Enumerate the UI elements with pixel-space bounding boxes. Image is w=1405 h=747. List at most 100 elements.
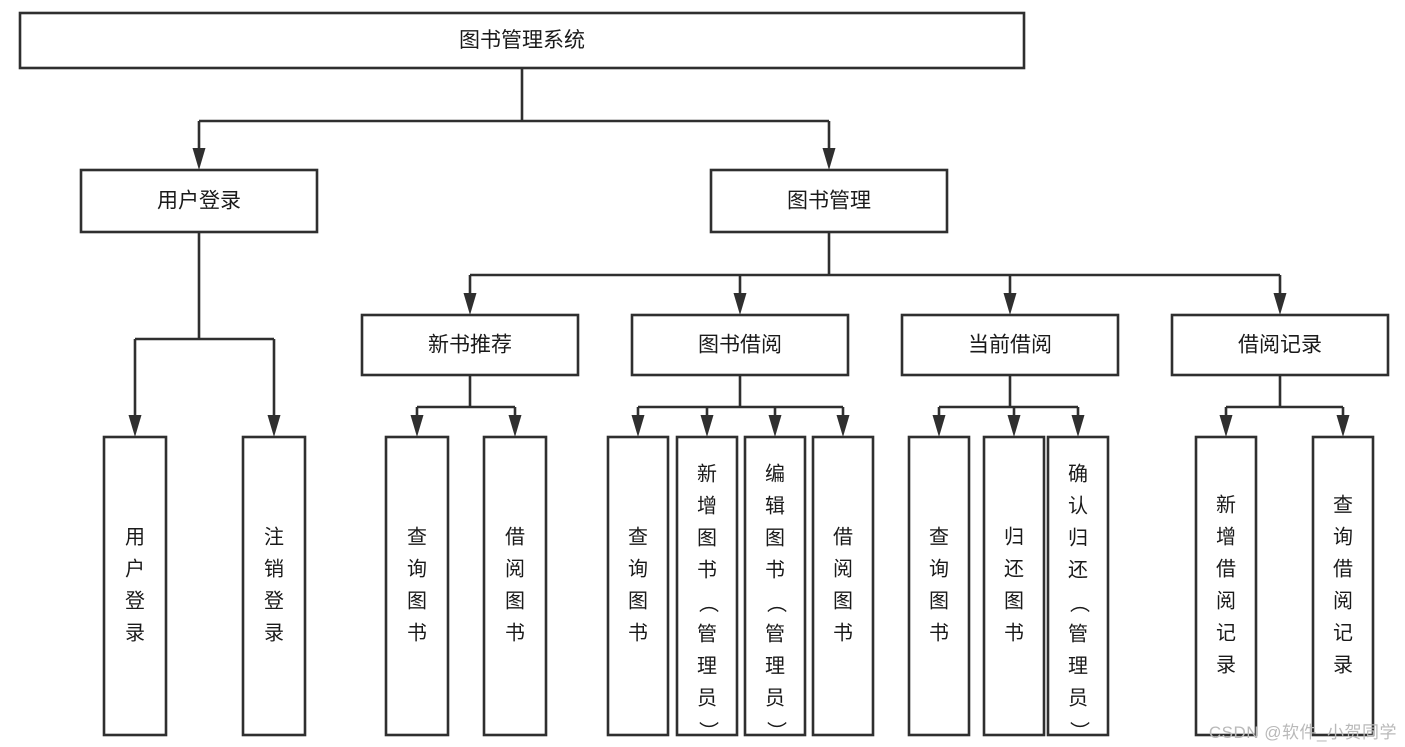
node-label-char: 询 xyxy=(1333,525,1353,548)
node-label-char: （ xyxy=(697,593,720,613)
node-box xyxy=(18,11,1026,70)
node-label-char: 书 xyxy=(697,558,717,581)
node-box xyxy=(1046,435,1110,737)
node-label-char: 图 xyxy=(628,590,648,612)
node-label-char: 借 xyxy=(833,525,853,548)
node-label-char: 管 xyxy=(1068,622,1088,645)
node-l2-0[interactable]: 用户登录 xyxy=(79,168,319,234)
node-label-char: 户 xyxy=(125,557,145,580)
node-label-char: 还 xyxy=(1068,558,1088,581)
arrow-head-icon xyxy=(267,415,281,437)
node-label-char: 阅 xyxy=(1216,589,1236,612)
node-l2-1[interactable]: 图书管理 xyxy=(709,168,949,234)
node-label-char: 注 xyxy=(264,525,284,548)
node-label-char: 阅 xyxy=(1333,589,1353,612)
node-root[interactable]: 图书管理系统 xyxy=(18,11,1026,70)
node-label: 当前借阅 xyxy=(968,334,1052,357)
node-label-char: 图 xyxy=(505,590,525,612)
node-label-char: ） xyxy=(697,721,720,741)
node-label-char: 录 xyxy=(1333,654,1353,676)
node-label-char: 归 xyxy=(1068,526,1088,549)
node-label-char: 查 xyxy=(929,525,949,548)
node-label-char: 员 xyxy=(1068,687,1088,709)
node-box xyxy=(1194,435,1258,737)
node-label-char: 增 xyxy=(1216,525,1236,548)
node-label-char: 管 xyxy=(697,622,717,645)
node-label-char: 管 xyxy=(765,622,785,645)
arrow-head-icon xyxy=(1007,415,1021,437)
node-box xyxy=(360,313,580,377)
node-label-char: 书 xyxy=(628,621,648,644)
edge-group-l3-1 xyxy=(631,375,850,437)
node-label-char: 辑 xyxy=(765,494,785,517)
node-label-char: 确 xyxy=(1068,462,1088,485)
node-label-char: 还 xyxy=(1004,557,1024,580)
arrow-head-icon xyxy=(1219,415,1233,437)
node-label-char: 阅 xyxy=(505,557,525,580)
node-box xyxy=(743,435,807,737)
edge-group-l3-0 xyxy=(410,375,522,437)
arrow-head-icon xyxy=(1336,415,1350,437)
node-l3-1[interactable]: 图书借阅 xyxy=(630,313,850,377)
node-label-char: 增 xyxy=(697,494,717,517)
node-l3-3[interactable]: 借阅记录 xyxy=(1170,313,1390,377)
node-label-char: 阅 xyxy=(833,557,853,580)
node-label-char: 询 xyxy=(628,557,648,580)
edge-group-l3-2 xyxy=(932,375,1085,437)
node-label-char: 图 xyxy=(697,527,717,549)
arrow-head-icon xyxy=(733,293,747,315)
node-label: 图书管理 xyxy=(787,190,871,213)
node-box xyxy=(709,168,949,234)
node-leaf-0[interactable]: 用户登录 xyxy=(102,435,168,737)
node-label-char: 书 xyxy=(929,621,949,644)
node-label-char: ） xyxy=(1068,721,1091,741)
node-box xyxy=(384,435,450,737)
arrow-head-icon xyxy=(192,148,206,170)
node-label-char: 查 xyxy=(628,525,648,548)
arrow-head-icon xyxy=(463,293,477,315)
node-label-char: 登 xyxy=(264,589,284,612)
node-label-char: 记 xyxy=(1216,621,1236,644)
node-label-char: （ xyxy=(1068,593,1091,613)
node-box xyxy=(1311,435,1375,737)
node-label-char: 新 xyxy=(1216,493,1236,516)
node-label: 新书推荐 xyxy=(428,334,512,357)
node-label-char: 销 xyxy=(264,557,284,580)
node-label-char: 理 xyxy=(1068,655,1088,677)
node-label-char: 书 xyxy=(1004,621,1024,644)
node-label: 图书借阅 xyxy=(698,334,782,357)
node-label-char: 查 xyxy=(1333,493,1353,516)
node-l3-2[interactable]: 当前借阅 xyxy=(900,313,1120,377)
node-label-char: 录 xyxy=(1216,654,1236,676)
node-l3-0[interactable]: 新书推荐 xyxy=(360,313,580,377)
node-box xyxy=(675,435,739,737)
arrow-head-icon xyxy=(700,415,714,437)
edge-group-l3-3 xyxy=(1219,375,1350,437)
node-label-char: 书 xyxy=(765,558,785,581)
arrow-head-icon xyxy=(1273,293,1287,315)
node-label-char: 书 xyxy=(505,621,525,644)
node-box xyxy=(1170,313,1390,377)
node-label: 用户登录 xyxy=(157,190,241,213)
node-box xyxy=(630,313,850,377)
node-label-char: 员 xyxy=(697,687,717,709)
node-label-char: 用 xyxy=(125,526,145,548)
node-box xyxy=(606,435,670,737)
node-label-char: 理 xyxy=(697,655,717,677)
node-label-char: 借 xyxy=(1333,557,1353,580)
node-label-char: 借 xyxy=(1216,557,1236,580)
